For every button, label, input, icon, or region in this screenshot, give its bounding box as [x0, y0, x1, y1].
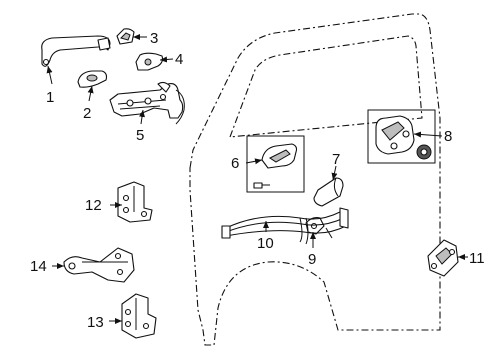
part-8-door-lock: [367, 109, 436, 164]
callout-7: 7: [332, 151, 340, 168]
callout-2: 2: [83, 105, 91, 122]
part-11-striker: [427, 239, 459, 277]
part-10-cables: [221, 207, 349, 245]
callout-13: 13: [87, 314, 104, 331]
part-4-handle-frame: [135, 52, 164, 71]
part-14-door-check: [63, 247, 135, 283]
door-outline: [189, 13, 441, 346]
part-13-lower-hinge: [121, 293, 157, 339]
callout-5: 5: [136, 127, 144, 144]
callout-labels: 1 2 3 4 5 6 7 8 9 10 11 12 14 13: [30, 30, 485, 331]
callout-6: 6: [231, 155, 239, 172]
callout-3: 3: [150, 30, 158, 47]
part-12-hinge: [117, 181, 153, 223]
callout-8: 8: [444, 128, 452, 145]
part-2-handle-bezel: [77, 70, 108, 88]
leader-lines: [46, 34, 468, 324]
part-7-latch-cover: [313, 177, 344, 207]
part-3-cap: [116, 28, 135, 45]
callout-10: 10: [257, 235, 274, 252]
callout-11: 11: [469, 250, 485, 267]
part-5-handle-linkage: [109, 81, 185, 125]
callout-12: 12: [85, 197, 102, 214]
callout-14: 14: [30, 258, 47, 275]
part-9-cable-bracket: [305, 217, 325, 235]
callout-9: 9: [308, 251, 316, 268]
part-1-outer-handle: [41, 35, 111, 67]
part-6-inside-handle: [246, 135, 305, 193]
callout-1: 1: [46, 89, 54, 106]
callout-4: 4: [175, 51, 183, 68]
